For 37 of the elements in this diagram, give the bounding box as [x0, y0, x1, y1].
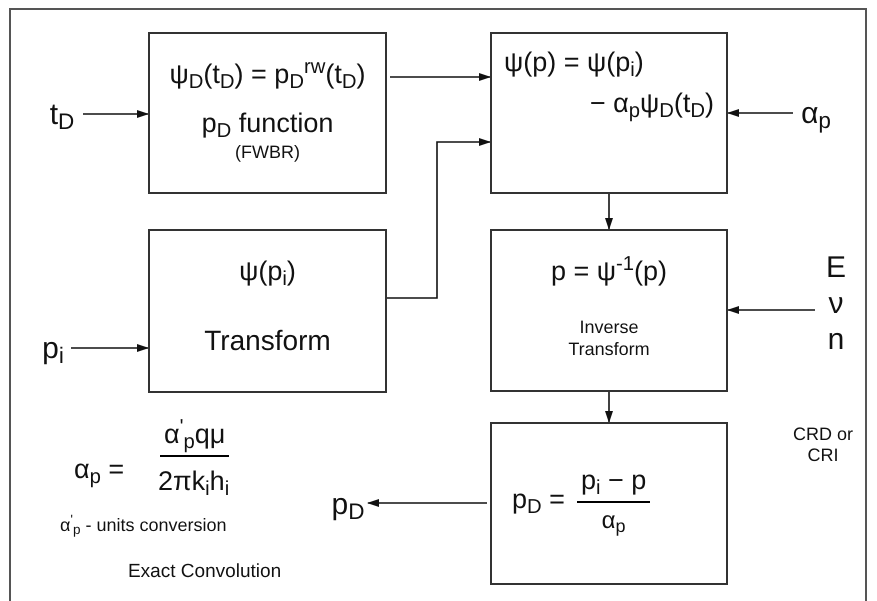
note: (FWBR) [235, 141, 300, 164]
process-box [490, 422, 728, 585]
function-label: p$_{D}$ function [202, 106, 334, 143]
arrow [605, 392, 613, 423]
formula: − α$_{p}$ψ$_{D}$(t$_{D}$) [590, 86, 714, 123]
note: α$^{'}$$_{p}$ - units conversion [60, 512, 227, 539]
process-box [148, 229, 387, 393]
arrow [367, 499, 487, 507]
arrow [390, 73, 491, 81]
fraction-denominator: α$_{p}$ [602, 506, 626, 538]
formula: ψ$_{D}$(t$_{D}$) = p$_{D}$$^{rw}$(t$_{D}$) [170, 54, 366, 94]
variable-label: p$_{i}$ [42, 330, 64, 370]
box-title: Transform [204, 324, 331, 358]
variable-label: p$_{D}$ [332, 486, 364, 526]
box-title: Inverse Transform [567, 316, 651, 360]
formula: p$_{D}$ = [512, 483, 565, 520]
formula: α$_{p}$ = [74, 453, 124, 490]
formula: ψ(p$_{i}$) [239, 255, 296, 292]
variable-label: t$_{D}$ [50, 96, 74, 136]
formula: p = ψ$^{-1}$(p) [550, 252, 668, 288]
process-box [490, 32, 728, 194]
arrow [83, 110, 149, 118]
arrow [605, 194, 613, 230]
fraction-numerator: p$_{i}$ − p [576, 460, 650, 502]
arrow [727, 109, 793, 117]
note: CRD or CRI [792, 424, 854, 466]
arrow [727, 306, 815, 314]
formula: ψ(p) = ψ(p$_{i}$) [504, 46, 644, 82]
arrow [71, 344, 149, 352]
fraction-term: 2πk$_{i}$h$_{i}$ [158, 465, 230, 502]
note: Exact Convolution [128, 560, 282, 584]
process-box [490, 229, 728, 392]
variable-label: α$_{p}$ [801, 96, 831, 136]
variable-label: E ν n [824, 250, 847, 358]
fraction-term: α$^{'}$$_{p}$qμ [160, 414, 230, 456]
arrow [387, 138, 491, 299]
process-box [148, 32, 387, 194]
